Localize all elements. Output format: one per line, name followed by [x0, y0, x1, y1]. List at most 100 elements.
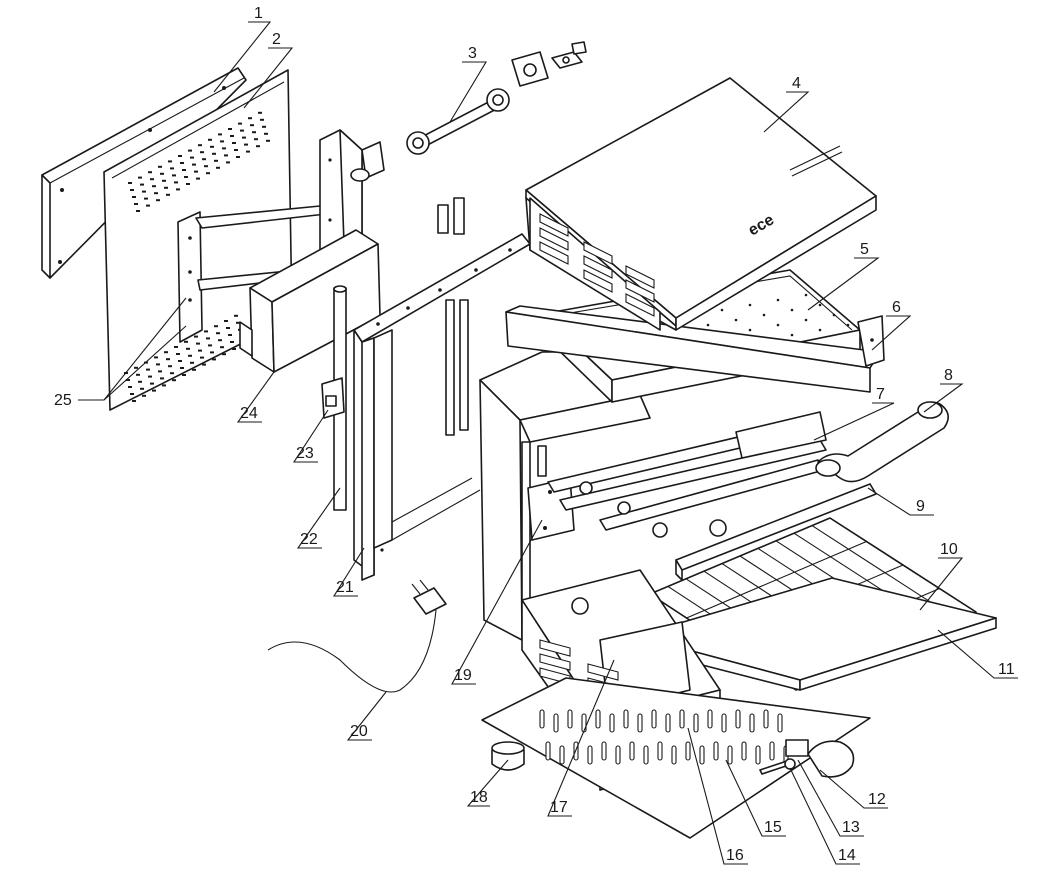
- perforation: [128, 386, 132, 388]
- perforation: [148, 171, 152, 174]
- perforation: [188, 149, 192, 152]
- perforation: [136, 210, 140, 212]
- perforation: [162, 384, 166, 387]
- perforation: [230, 135, 234, 137]
- part-9-holder-bar: [675, 483, 877, 581]
- perforation: [240, 129, 244, 132]
- callout-labels: 1 2 3 4 5 6 7 8 9 10 11 12 13 14 15 16 1…: [54, 5, 1015, 864]
- perforation: [166, 193, 170, 196]
- perforation: [244, 143, 248, 146]
- perforation: [222, 353, 226, 356]
- part-20-power-cord: [267, 579, 447, 693]
- perforation: [210, 351, 214, 354]
- perforation: [198, 144, 202, 147]
- perforation: [218, 339, 222, 342]
- perforation: [160, 172, 164, 175]
- vent-slot: [657, 741, 663, 761]
- part-13-switch: [785, 739, 809, 757]
- perforation: [220, 346, 224, 349]
- perforation: [252, 131, 256, 134]
- perforation: [230, 341, 234, 343]
- callout-20: 20: [350, 723, 368, 740]
- guide-post: [437, 197, 469, 436]
- perforation: [222, 147, 226, 150]
- tray-hole: [818, 303, 822, 307]
- perforation: [126, 379, 130, 381]
- callout-1: 1: [254, 5, 263, 22]
- perforation: [194, 335, 198, 338]
- perforation: [200, 151, 204, 154]
- vent-slot: [625, 293, 655, 317]
- perforation: [156, 363, 160, 366]
- callout-11: 11: [998, 661, 1015, 678]
- perforation: [246, 150, 250, 153]
- vent-slot: [679, 709, 685, 729]
- perforation: [144, 197, 148, 200]
- perforation: [258, 111, 262, 114]
- tray-hole: [734, 318, 738, 322]
- part-8-tube-heater: [815, 401, 949, 483]
- vent-slot: [539, 213, 569, 237]
- tray-hole: [790, 308, 794, 312]
- perforation: [158, 165, 162, 168]
- vent-slot: [545, 741, 551, 761]
- vent-slot: [625, 279, 655, 303]
- perforation: [150, 382, 154, 385]
- perforation: [174, 346, 178, 348]
- perforation: [148, 375, 152, 378]
- callout-9: 9: [916, 498, 925, 515]
- perforation: [130, 189, 134, 191]
- perforation: [134, 366, 138, 369]
- perforation: [180, 162, 184, 164]
- perforation: [214, 159, 218, 162]
- perforation: [234, 149, 238, 151]
- tray-hole: [790, 333, 794, 337]
- perforation: [174, 181, 178, 184]
- vent-slot: [699, 745, 705, 765]
- vent-slot: [615, 745, 621, 765]
- grill-wire: [686, 540, 867, 619]
- vent-slot: [637, 713, 643, 733]
- perforation: [206, 337, 210, 340]
- tray-hole: [706, 323, 710, 327]
- vent-slot: [583, 255, 613, 279]
- perforation: [196, 342, 200, 345]
- vent-slot: [595, 709, 601, 729]
- callout-17: 17: [550, 799, 568, 816]
- perforation: [192, 163, 196, 166]
- part-23-clip: [321, 377, 345, 419]
- perforation: [154, 192, 158, 195]
- perforation: [216, 332, 220, 335]
- perforation: [146, 204, 150, 207]
- perforation: [164, 186, 168, 189]
- perforation: [156, 199, 160, 202]
- perforation: [172, 379, 176, 382]
- tray-hole: [748, 328, 752, 332]
- perforation: [138, 176, 142, 179]
- perforation: [152, 389, 156, 392]
- perforation: [204, 330, 208, 333]
- vent-slot: [741, 741, 747, 761]
- part-4-top-hood: ece: [525, 77, 877, 331]
- vent-slot: [735, 709, 741, 729]
- perforation: [192, 368, 196, 371]
- vent-slot: [539, 639, 571, 657]
- part-6-side-rail: [505, 305, 885, 393]
- vent-slot: [707, 709, 713, 729]
- part-24-box-bracket: [239, 229, 381, 373]
- vent-slot: [587, 663, 619, 681]
- perforation: [260, 118, 264, 121]
- callout-22: 22: [300, 531, 318, 548]
- perforation: [202, 158, 206, 161]
- part-7-heating-rods: [547, 411, 827, 538]
- perforation: [228, 334, 232, 336]
- vent-slot: [651, 709, 657, 729]
- vent-slot: [777, 713, 783, 733]
- perforation: [164, 351, 168, 354]
- perforation: [132, 400, 136, 402]
- perforation: [232, 142, 236, 144]
- vent-slot: [769, 741, 775, 761]
- perforation: [184, 340, 188, 343]
- callout-7: 7: [876, 386, 885, 403]
